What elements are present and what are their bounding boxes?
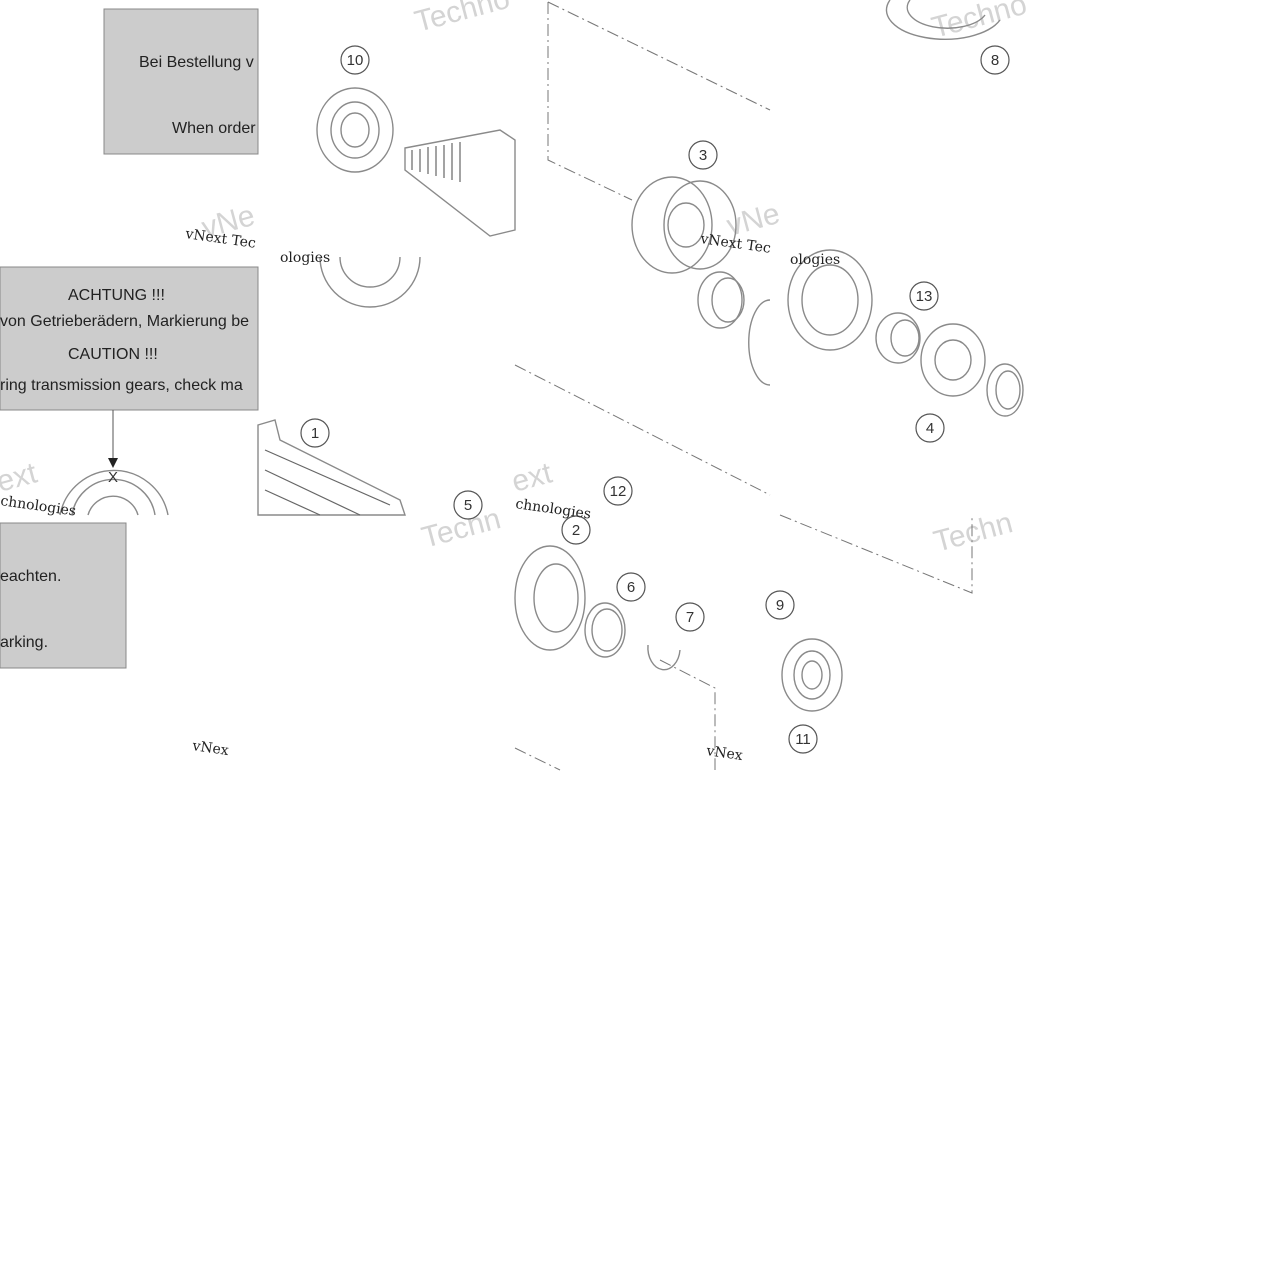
caution-body-de: von Getrieberädern, Markierung be bbox=[0, 313, 249, 330]
callout-label: 13 bbox=[916, 288, 933, 305]
callouts: 10 8 3 13 4 1 5 12 bbox=[300, 45, 1010, 754]
watermark-small: vNex bbox=[704, 743, 743, 764]
splined-shaft-icon bbox=[404, 129, 516, 237]
gear-marking: X bbox=[108, 469, 118, 486]
caution-body-en: ring transmission gears, check ma bbox=[0, 377, 243, 394]
circlip-icon bbox=[647, 644, 681, 671]
callout-3: 3 bbox=[688, 140, 718, 170]
caution-title-de: ACHTUNG !!! bbox=[68, 287, 165, 304]
callout-label: 10 bbox=[347, 52, 364, 69]
callout-9: 9 bbox=[765, 590, 795, 620]
bearing-icon bbox=[316, 87, 394, 173]
callout-label: 11 bbox=[795, 731, 811, 748]
assembly-line bbox=[514, 747, 561, 771]
callout-12: 12 bbox=[603, 476, 633, 506]
watermark-large: Techno bbox=[411, 0, 513, 39]
callout-1: 1 bbox=[300, 418, 330, 448]
watermark-large: ext bbox=[508, 456, 556, 498]
callout-label: 5 bbox=[464, 497, 472, 514]
main-shaft-icon bbox=[257, 419, 406, 516]
callout-label: 12 bbox=[610, 483, 627, 500]
needle-bearing-icon bbox=[875, 312, 921, 364]
gear-icon bbox=[885, 0, 1001, 40]
bearing-icon bbox=[781, 638, 843, 712]
assembly-line bbox=[547, 2, 633, 201]
callout-label: 1 bbox=[311, 425, 319, 442]
callout-label: 8 bbox=[991, 52, 999, 69]
watermark-large: ext bbox=[0, 456, 41, 498]
marked-gear-icon: X bbox=[59, 469, 169, 516]
watermark-small: ologies bbox=[280, 250, 330, 266]
callout-10: 10 bbox=[340, 45, 370, 75]
assembly-line bbox=[659, 659, 716, 770]
marking-arrow bbox=[108, 410, 118, 468]
double-gear-icon bbox=[631, 176, 737, 274]
large-gear-icon bbox=[787, 249, 873, 351]
order-note-box: Bei Bestellung v When order bbox=[103, 8, 259, 155]
order-note-de: Bei Bestellung v bbox=[139, 54, 254, 71]
callout-5: 5 bbox=[453, 490, 483, 520]
callout-11: 11 bbox=[788, 724, 818, 754]
caution-cont-de: eachten. bbox=[0, 568, 61, 585]
gear-icon bbox=[920, 323, 986, 397]
caution-cont-en: arking. bbox=[0, 634, 48, 651]
caution-title-en: CAUTION !!! bbox=[68, 346, 158, 363]
bushing-icon bbox=[697, 271, 745, 329]
caution-continued-box: eachten. arking. bbox=[0, 522, 127, 669]
washer-icon bbox=[584, 602, 626, 658]
callout-4: 4 bbox=[915, 413, 945, 443]
callout-8: 8 bbox=[980, 45, 1010, 75]
assembly-line bbox=[514, 364, 771, 496]
watermark-small: vNex bbox=[190, 738, 229, 759]
callout-13: 13 bbox=[909, 281, 939, 311]
callout-label: 6 bbox=[627, 579, 635, 596]
callout-label: 4 bbox=[926, 420, 934, 437]
callout-label: 2 bbox=[572, 522, 580, 539]
callout-label: 9 bbox=[776, 597, 784, 614]
watermark-large: Techno bbox=[928, 0, 1030, 45]
callout-7: 7 bbox=[675, 602, 705, 632]
gear-icon bbox=[514, 545, 586, 651]
callout-label: 7 bbox=[686, 609, 694, 626]
watermark-small: ologies bbox=[790, 252, 840, 268]
watermark-large: Techn bbox=[930, 506, 1016, 559]
watermark-large-group: Techno Techno Techn Techn ext ext vNe vN… bbox=[0, 0, 1030, 559]
watermark-small: chnologies bbox=[514, 496, 592, 522]
washer-icon bbox=[986, 363, 1024, 417]
caution-note-box: ACHTUNG !!! von Getrieberädern, Markieru… bbox=[0, 266, 259, 411]
assembly-lines bbox=[514, 1, 973, 771]
watermark-small: chnologies bbox=[0, 493, 77, 519]
callout-label: 3 bbox=[699, 147, 707, 164]
assembly-line bbox=[547, 1, 771, 111]
order-note-en: When order bbox=[172, 120, 256, 137]
gear-icon bbox=[319, 256, 421, 308]
callout-6: 6 bbox=[616, 572, 646, 602]
assembly-line bbox=[779, 514, 973, 594]
callout-2: 2 bbox=[561, 515, 591, 545]
gear-icon bbox=[748, 299, 771, 386]
